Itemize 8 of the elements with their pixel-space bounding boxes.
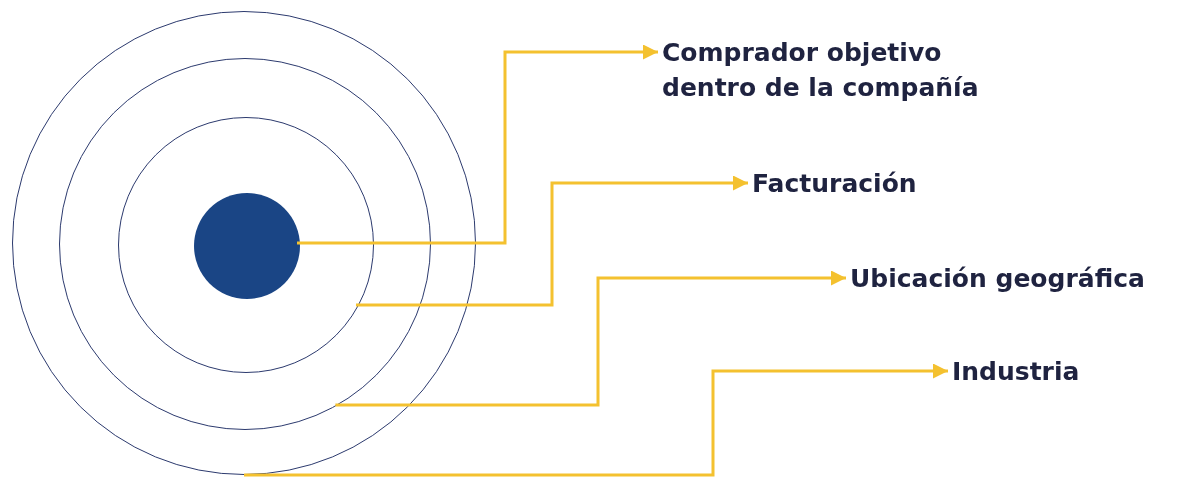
- segment-label: Industria: [952, 354, 1152, 389]
- leader-arrow: [335, 270, 846, 407]
- segment-label: Facturación: [752, 166, 952, 201]
- segment-label: Ubicación geográfica: [850, 261, 1170, 296]
- leader-arrow: [356, 175, 748, 307]
- leader-arrow: [297, 44, 658, 245]
- leader-arrow: [244, 363, 948, 477]
- segment-label: Comprador objetivo dentro de la compañía: [662, 35, 1022, 105]
